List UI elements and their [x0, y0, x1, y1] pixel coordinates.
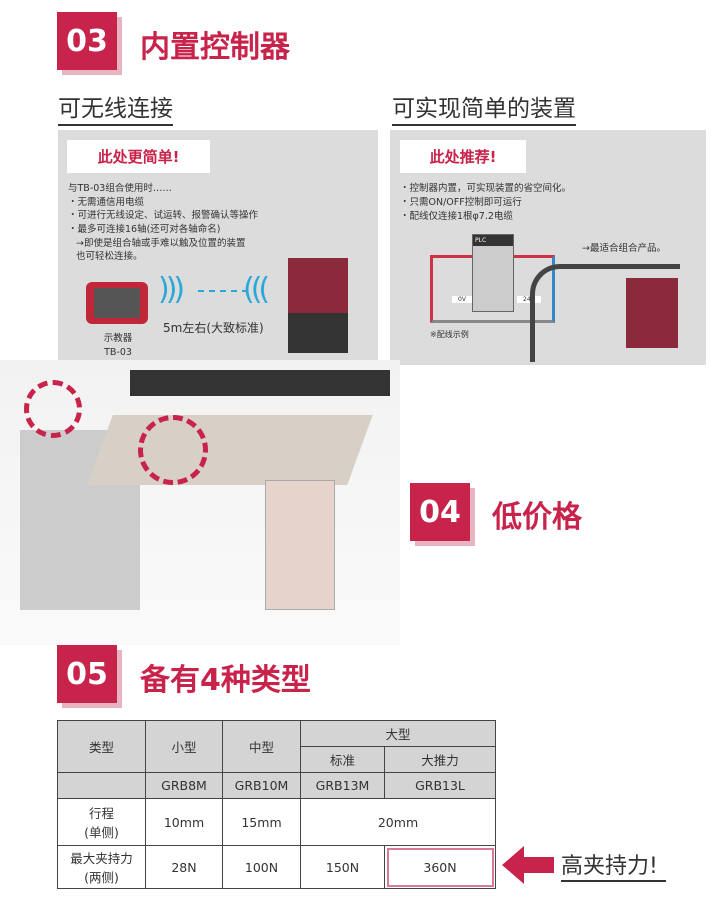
force-cell-highlight: 360N	[384, 845, 496, 889]
model-cell: GRB8M	[145, 772, 223, 799]
medium-header: 中型	[222, 720, 301, 773]
wireless-bullet-1: ・无需通信用电缆	[68, 197, 145, 208]
wireless-panel: 此处更简单! 与TB-03组合使用时…… ・无需通信用电缆 ・可进行无线设定、试…	[58, 130, 378, 360]
wireless-note-1: →即使是组合轴或手难以触及位置的装置	[76, 238, 246, 249]
plc-label: PLC	[473, 235, 513, 246]
wireless-bullet-2: ・可进行无线设定、试运转、报警确认等操作	[68, 210, 259, 221]
dashed-link	[198, 290, 248, 292]
force-cell: 150N	[300, 845, 385, 889]
best-fit-text: →最适合组合产品。	[582, 243, 666, 254]
force-cell: 100N	[222, 845, 301, 889]
standard-header: 标准	[300, 746, 385, 773]
force-label-sub: (两侧)	[84, 870, 119, 885]
section-title-03: 内置控制器	[140, 30, 290, 65]
simple-bullet-1: ・控制器内置，可实现装置的省空间化。	[400, 183, 572, 194]
force-label-main: 最大夹持力	[70, 851, 133, 866]
tray-stack	[265, 480, 335, 610]
section-number-05: 05	[57, 645, 117, 703]
wireless-intro: 与TB-03组合使用时……	[68, 183, 172, 194]
cable	[530, 264, 680, 362]
stroke-label-main: 行程	[88, 806, 114, 821]
conveyor	[87, 415, 373, 485]
wireless-heading: 可无线连接	[58, 94, 173, 126]
wireless-bullet-3: ・最多可连接16轴(还可对各轴命名)	[68, 224, 221, 235]
stroke-cell: 10mm	[145, 798, 223, 846]
highlight-circle	[24, 380, 82, 438]
simple-heading: 可实现简单的装置	[392, 94, 576, 126]
gripper-image-2	[626, 278, 678, 348]
stroke-cell: 15mm	[222, 798, 301, 846]
simple-panel: 此处推荐! ・控制器内置，可实现装置的省空间化。 ・只需ON/OFF控制即可运行…	[390, 130, 706, 365]
force-cell: 28N	[145, 845, 223, 889]
device-name: 示教器	[103, 333, 133, 344]
small-header: 小型	[145, 720, 223, 773]
blank-cell	[57, 772, 146, 799]
section-title-04: 低价格	[492, 500, 582, 535]
wireless-signal-icon: (((	[243, 272, 270, 307]
simple-bullet-2: ・只需ON/OFF控制即可运行	[400, 197, 522, 208]
high-force-callout: 高夹持力!	[561, 848, 666, 882]
section-title-05: 备有4种类型	[140, 663, 311, 698]
0v-label: 0V	[452, 296, 472, 303]
gripper-image	[288, 258, 348, 353]
model-cell: GRB13L	[384, 772, 496, 799]
high-thrust-header: 大推力	[384, 746, 496, 773]
device-model: TB-03	[104, 346, 132, 358]
section-number-03: 03	[57, 12, 117, 70]
24v-label: 24V	[517, 296, 541, 303]
simple-bullet-3: ・配线仅连接1根φ7.2电缆	[400, 211, 513, 222]
range-label: 5m左右(大致标准)	[163, 321, 264, 335]
plc-module: PLC	[472, 234, 514, 312]
spec-table: 类型 小型 中型 大型 标准 大推力 GRB8M GRB10M GRB13M G…	[57, 720, 496, 889]
section-number-04: 04	[410, 483, 470, 541]
type-header: 类型	[57, 720, 146, 773]
stroke-label-sub: (单侧)	[84, 825, 119, 840]
model-cell: GRB13M	[300, 772, 385, 799]
device-label: 示教器 TB-03	[98, 332, 138, 359]
wireless-note-2: 也可轻松连接。	[76, 251, 143, 262]
gantry-rail	[130, 370, 390, 396]
stroke-cell: 20mm	[300, 798, 496, 846]
wireless-pill: 此处更简单!	[67, 140, 210, 173]
highlight-circle	[138, 415, 208, 485]
large-header: 大型	[300, 720, 496, 747]
arrow-left-icon	[502, 846, 524, 884]
force-label: 最大夹持力 (两侧)	[57, 845, 146, 889]
arrow-shaft	[524, 857, 554, 873]
machine-illustration	[0, 360, 400, 645]
stroke-label: 行程 (单侧)	[57, 798, 146, 846]
simple-pill: 此处推荐!	[400, 140, 526, 173]
wiring-note: ※配线示例	[430, 330, 469, 339]
wireless-signal-icon: )))	[158, 272, 185, 307]
model-cell: GRB10M	[222, 772, 301, 799]
teach-pendant-image	[86, 282, 148, 324]
